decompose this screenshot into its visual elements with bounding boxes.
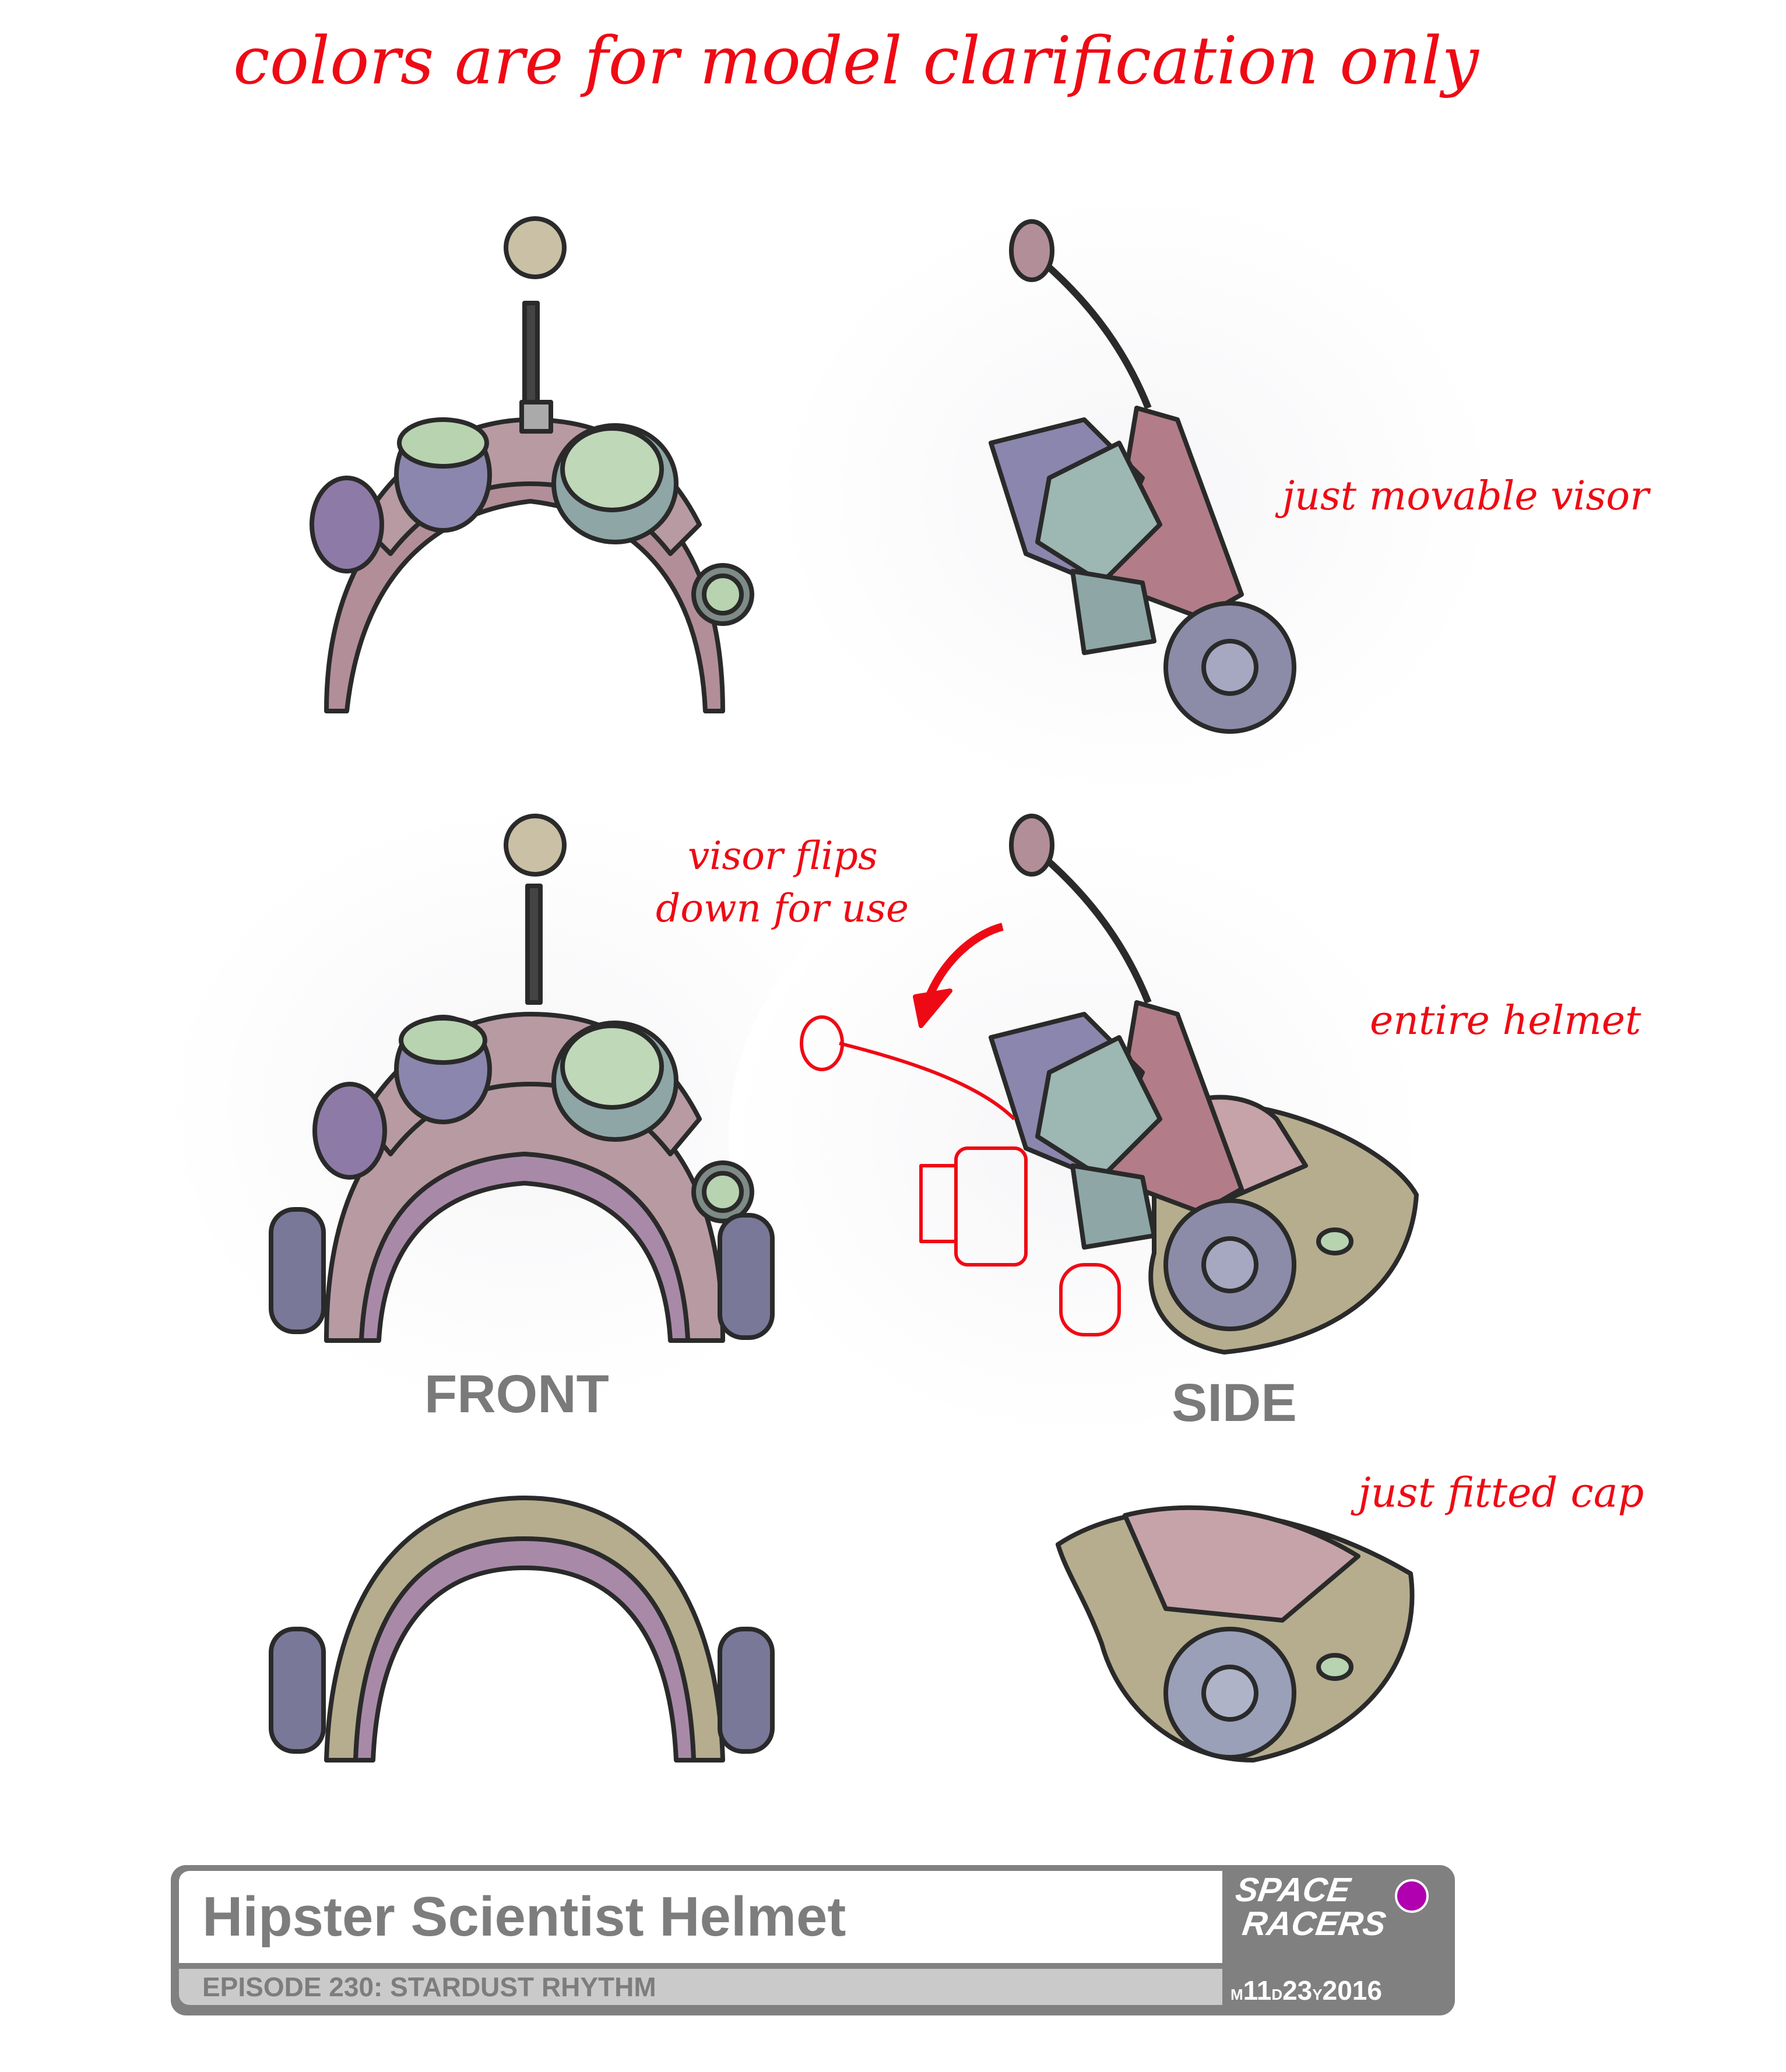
front-cap-drawing — [269, 1496, 775, 1763]
logo-line1: SPACE — [1233, 1871, 1353, 1909]
date-year: 2016 — [1322, 1975, 1382, 2006]
date-m-prefix: M — [1230, 1986, 1243, 2003]
front-helmet-drawing — [269, 814, 775, 1343]
note-entire-helmet: entire helmet — [1370, 998, 1641, 1044]
flip-arrow-icon — [923, 923, 1004, 1004]
front-visor-drawing — [310, 216, 754, 713]
sheet-date: M11D23Y2016 — [1230, 1976, 1382, 2009]
side-cap-drawing — [1056, 1505, 1415, 1763]
date-d-prefix: D — [1271, 1986, 1283, 2003]
flipped-visor-overlay — [800, 1015, 1121, 1336]
logo-line2: RACERS — [1240, 1905, 1388, 1943]
note-movable-visor: just movable visor — [1282, 473, 1649, 519]
status-dot — [1395, 1879, 1429, 1913]
title-block: Hipster Scientist Helmet EPISODE 230: ST… — [171, 1865, 1455, 2015]
label-front: FRONT — [424, 1364, 609, 1424]
side-visor-drawing — [989, 219, 1296, 734]
side-helmet-drawing — [800, 814, 1419, 1355]
episode-label: EPISODE 230: STARDUST RHYTHM — [179, 1969, 1222, 2005]
date-y-prefix: Y — [1312, 1986, 1323, 2003]
date-day: 23 — [1282, 1975, 1313, 2006]
note-fitted-cap: just fitted cap — [1358, 1469, 1644, 1517]
note-flip-line2: down for use — [656, 886, 909, 931]
sheet-title: Hipster Scientist Helmet — [179, 1871, 1222, 1963]
note-flip-line1: visor flips — [688, 833, 878, 878]
header-note: colors are for model clarification only — [233, 23, 1479, 99]
space-racers-logo: SPACE RACERS — [1225, 1871, 1390, 1967]
date-month: 11 — [1243, 1975, 1272, 2006]
label-side: SIDE — [1172, 1373, 1297, 1433]
